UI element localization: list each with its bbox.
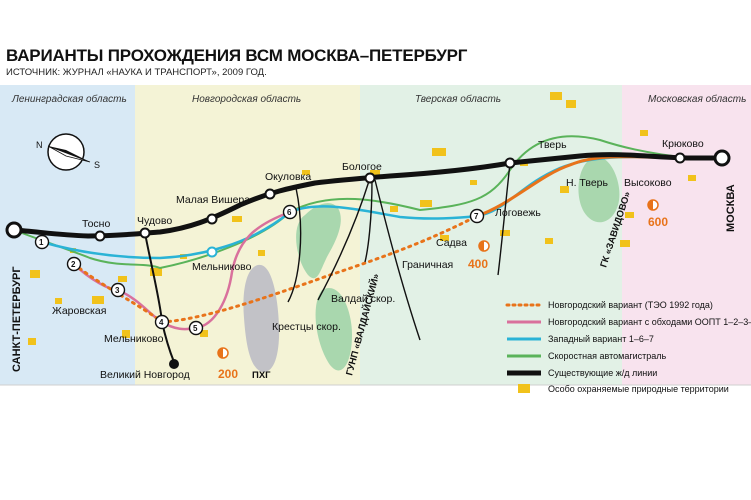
moscow-terminal: [713, 149, 731, 167]
city-tver: Тверь: [538, 139, 567, 151]
rail-bologoe-branch-2: [374, 179, 421, 341]
distance-markers: [217, 199, 659, 359]
station-chudovo: [139, 227, 151, 239]
legend-orange-1992: Новгородский вариант (ТЭО 1992 года): [548, 300, 713, 310]
city-veliky-novgorod: Великий Новгород: [100, 369, 190, 381]
station-tosno: [94, 230, 106, 242]
city-n-tver: Н. Тверь: [566, 177, 609, 189]
distance-600: 600: [648, 215, 668, 229]
city-melnikovo-2: Мельниково: [104, 333, 164, 345]
compass-rose: [47, 133, 91, 171]
station-bologoe: [364, 172, 376, 184]
city-chudovo: Чудово: [137, 215, 172, 227]
compass-north: N: [36, 140, 43, 150]
distance-400: 400: [468, 257, 488, 271]
city-kryukovo: Крюково: [662, 138, 704, 150]
city-moscow: МОСКВА: [725, 184, 737, 232]
waypoint-1: 1: [39, 238, 44, 247]
rail-okulovka-branch: [287, 187, 302, 303]
city-kresttsy: Крестцы скор.: [272, 321, 341, 333]
legend-protected: Особо охраняемые природные территории: [548, 384, 729, 394]
region-tver-bg: [360, 85, 622, 385]
veliky-novgorod-dot: [169, 359, 179, 369]
rail-main-line: [11, 152, 725, 239]
waypoint-4: 4: [159, 318, 164, 327]
rail-tver-branch: [497, 162, 511, 276]
station-malaya-vishera: [206, 213, 218, 225]
spb-terminal: [5, 221, 23, 239]
station-kryukovo: [674, 152, 686, 164]
city-vysokovo: Высоково: [624, 177, 672, 189]
station-melnikovo: [206, 246, 218, 258]
city-sadva: Садва: [436, 237, 467, 249]
city-valdai: Валдай скор.: [331, 293, 395, 305]
legend: [505, 303, 543, 393]
region-label-moscow: Московская область: [648, 93, 746, 105]
waypoint-6: 6: [287, 208, 292, 217]
zavidovo-area: [578, 156, 620, 223]
park-pkhg: ПХГ: [252, 370, 271, 381]
city-logovezh: Логовежь: [495, 207, 541, 219]
city-malaya-vishera: Малая Вишера: [176, 194, 250, 206]
city-okulovka: Окуловка: [265, 171, 311, 183]
rail-bologoe-branch-1: [317, 177, 371, 301]
legend-western: Западный вариант 1–6–7: [548, 334, 654, 344]
rail-stations: [94, 152, 686, 258]
waypoint-2: 2: [71, 260, 76, 269]
protected-area-markers: [28, 92, 696, 345]
waypoint-3: 3: [115, 286, 120, 295]
city-tosno: Тосно: [82, 218, 110, 230]
source-note: ИСТОЧНИК: ЖУРНАЛ «НАУКА И ТРАНСПОРТ», 20…: [6, 67, 267, 78]
region-label-tver: Тверская область: [415, 93, 501, 105]
distance-200: 200: [218, 367, 238, 381]
valdai-park-area: [296, 203, 341, 279]
waypoint-7: 7: [474, 212, 479, 221]
waypoint-markers: [34, 204, 485, 336]
station-okulovka: [264, 188, 276, 200]
pkhg-area: [243, 264, 280, 373]
region-label-novgorod: Новгородская область: [192, 93, 301, 105]
legend-highway: Скоростная автомагистраль: [548, 351, 667, 361]
legend-pink-oopt: Новгородский вариант с обходами ООПТ 1–2…: [548, 317, 751, 327]
city-zharovskaya: Жаровская: [52, 305, 106, 317]
station-tver: [504, 157, 516, 169]
valdai-park-area-south: [315, 288, 352, 371]
legend-rail: Существующие ж/д линии: [548, 368, 657, 378]
compass-south: S: [94, 160, 100, 170]
city-granichnaya: Граничная: [402, 259, 453, 271]
waypoint-5: 5: [193, 324, 198, 333]
city-melnikovo-1: Мельниково: [192, 261, 252, 273]
orange-1992-route-dotted: [72, 214, 479, 324]
page-title: ВАРИАНТЫ ПРОХОЖДЕНИЯ ВСМ МОСКВА–ПЕТЕРБУР…: [6, 46, 468, 65]
city-bologoe: Бологое: [342, 161, 382, 173]
rail-bologoe-branch-3: [364, 179, 373, 263]
city-spb: САНКТ-ПЕТЕРБУРГ: [11, 266, 23, 372]
highway-line: [13, 135, 691, 270]
region-label-leningrad: Ленинградская область: [11, 93, 127, 105]
